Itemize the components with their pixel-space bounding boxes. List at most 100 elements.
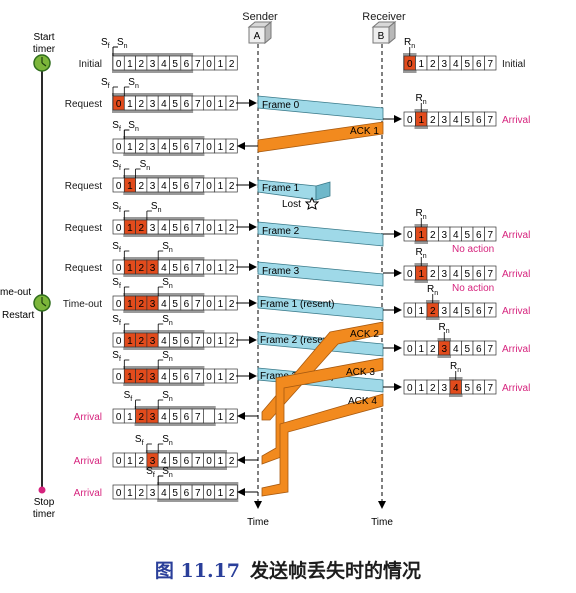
- seq-number: 2: [138, 299, 144, 310]
- seq-number: 2: [430, 230, 436, 241]
- seq-number: 2: [229, 181, 235, 192]
- seq-number: 4: [161, 142, 167, 153]
- connector-arrows: [236, 99, 402, 496]
- receiver-event-label: Arrival: [502, 115, 530, 126]
- figure-number: 图 11.17: [154, 560, 241, 582]
- ack-1-label: ACK 1: [350, 126, 379, 137]
- seq-number: 1: [418, 115, 424, 126]
- seq-number: 5: [172, 99, 178, 110]
- node-b-letter: B: [378, 31, 385, 42]
- receiver-event-label: Initial: [502, 59, 525, 70]
- seq-number: 6: [184, 142, 190, 153]
- lost-star-icon: [304, 196, 320, 210]
- sf-marker: Sf: [112, 241, 121, 254]
- seq-number: 2: [138, 223, 144, 234]
- seq-number: 3: [150, 99, 156, 110]
- seq-number: 0: [407, 344, 413, 355]
- seq-number: 0: [407, 59, 413, 70]
- seq-number: 7: [195, 488, 201, 499]
- sender-event-label: Request: [65, 181, 102, 192]
- seq-number: 0: [206, 223, 212, 234]
- rn-marker: Rn: [439, 322, 450, 335]
- sn-marker: Sn: [162, 314, 173, 327]
- receiver-label: Receiver: [362, 11, 406, 23]
- seq-number: 2: [229, 59, 235, 70]
- seq-number: 5: [172, 181, 178, 192]
- seq-cell: [484, 340, 497, 356]
- rn-marker: Rn: [404, 37, 415, 50]
- seq-number: 1: [418, 344, 424, 355]
- seq-number: 3: [150, 412, 156, 423]
- ack-3-label: ACK 3: [346, 367, 375, 378]
- seq-number: 5: [172, 488, 178, 499]
- seq-number: 0: [116, 372, 122, 383]
- seq-number: 5: [464, 344, 470, 355]
- seq-number: 2: [430, 344, 436, 355]
- seq-number: 4: [161, 59, 167, 70]
- seq-number: 4: [453, 344, 459, 355]
- seq-number: 5: [464, 59, 470, 70]
- seq-number: 2: [138, 263, 144, 274]
- seq-number: 6: [184, 299, 190, 310]
- seq-number: 6: [184, 336, 190, 347]
- sn-marker: Sn: [162, 390, 173, 403]
- seq-number: 4: [161, 488, 167, 499]
- sender-event-label: Arrival: [74, 488, 102, 499]
- ack-2-arrow: ACK 2: [261, 321, 384, 421]
- seq-number: 3: [441, 59, 447, 70]
- sn-marker: Sn: [162, 350, 173, 363]
- seq-number: 3: [441, 115, 447, 126]
- seq-number: 2: [138, 372, 144, 383]
- seq-number: 1: [218, 142, 224, 153]
- sender-event-label: Request: [65, 99, 102, 110]
- seq-number: 2: [229, 372, 235, 383]
- sf-marker: Sf: [146, 466, 155, 479]
- sn-marker: Sn: [162, 277, 173, 290]
- seq-number: 4: [453, 59, 459, 70]
- seq-number: 1: [218, 299, 224, 310]
- seq-number: 7: [487, 383, 493, 394]
- seq-number: 7: [195, 181, 201, 192]
- seq-number: 3: [150, 142, 156, 153]
- seq-number: 2: [229, 488, 235, 499]
- seq-number: 1: [418, 383, 424, 394]
- seq-number: 6: [184, 59, 190, 70]
- seq-number: 0: [206, 336, 212, 347]
- sender-event-label: Arrival: [74, 412, 102, 423]
- seq-number: 0: [116, 99, 122, 110]
- sf-marker: Sf: [101, 37, 110, 50]
- seq-number: 2: [138, 181, 144, 192]
- seq-number: 0: [407, 306, 413, 317]
- rn-marker: Rn: [416, 247, 427, 260]
- seq-number: 5: [172, 372, 178, 383]
- sf-marker: Sf: [112, 159, 121, 172]
- seq-number: 0: [116, 59, 122, 70]
- seq-number: 0: [206, 263, 212, 274]
- seq-number: 1: [418, 306, 424, 317]
- seq-number: 7: [195, 456, 201, 467]
- seq-number: 3: [441, 383, 447, 394]
- seq-number: 3: [441, 230, 447, 241]
- seq-cell: [484, 226, 497, 242]
- seq-number: 1: [218, 263, 224, 274]
- sf-marker: Sf: [112, 350, 121, 363]
- seq-number: 1: [127, 488, 133, 499]
- seq-number: 6: [184, 181, 190, 192]
- seq-number: 0: [206, 99, 212, 110]
- seq-number: 6: [184, 456, 190, 467]
- seq-number: 2: [138, 99, 144, 110]
- sn-marker: Sn: [162, 241, 173, 254]
- seq-number: 6: [184, 372, 190, 383]
- frame-2-resent-label: Frame 2 (resent): [260, 335, 334, 346]
- ack-2-label: ACK 2: [350, 329, 379, 340]
- seq-number: 7: [195, 142, 201, 153]
- rn-marker: Rn: [427, 284, 438, 297]
